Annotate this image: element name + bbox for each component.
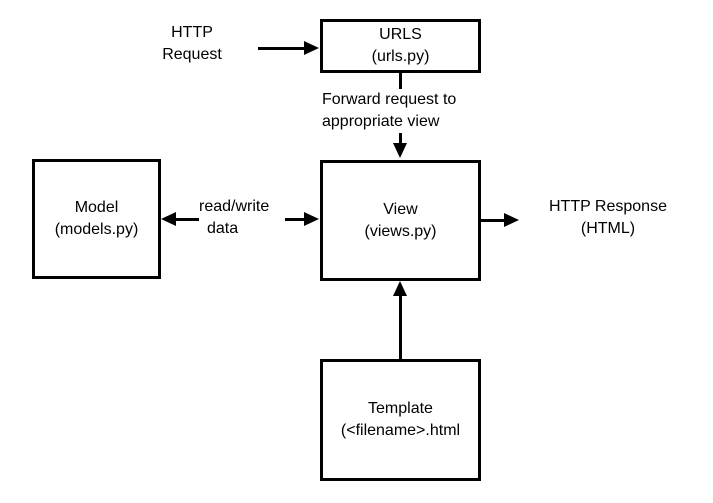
node-model-subtitle: (models.py) xyxy=(54,221,139,238)
node-model: Model (models.py) xyxy=(32,159,161,279)
node-template-title: Template xyxy=(368,400,433,417)
http-request-label-line2: Request xyxy=(162,46,222,63)
http-response-label-line1: HTTP Response xyxy=(549,198,667,215)
arrow-template-to-view-shaft xyxy=(399,294,402,359)
arrow-urls-to-view-head-icon xyxy=(393,143,407,158)
node-view-subtitle: (views.py) xyxy=(364,222,437,240)
edge-label-forward-request-line1: Forward request to xyxy=(322,91,457,108)
edge-label-read-write-line1: read/write xyxy=(199,198,270,215)
arrow-view-to-model-head-icon xyxy=(161,212,176,226)
http-response-label-line2: (HTML) xyxy=(580,220,636,237)
node-urls-title: URLS xyxy=(379,26,422,43)
http-response-label: HTTP Response (HTML) xyxy=(528,196,688,240)
http-request-label-line1: HTTP xyxy=(171,24,213,41)
edge-label-read-write-data: read/write data xyxy=(199,196,285,240)
edge-label-forward-request: Forward request to appropriate view xyxy=(322,89,492,133)
arrow-model-to-view-head-icon xyxy=(304,212,319,226)
edge-label-read-write-line2: data xyxy=(207,220,239,237)
node-model-title: Model xyxy=(74,199,119,216)
arrow-view-to-http-response-head-icon xyxy=(504,213,519,227)
node-view: View (views.py) xyxy=(320,160,481,281)
arrow-http-request-to-urls-head-icon xyxy=(304,41,319,55)
node-template-subtitle: (<filename>.html xyxy=(340,422,461,439)
arrow-template-to-view-head-icon xyxy=(393,281,407,296)
node-template: Template (<filename>.html xyxy=(320,359,481,481)
node-urls: URLS (urls.py) xyxy=(320,19,481,73)
edge-label-forward-request-line2: appropriate view xyxy=(322,113,440,130)
node-view-title: View xyxy=(383,200,418,218)
http-request-label: HTTP Request xyxy=(147,22,237,66)
arrow-view-to-http-response-shaft xyxy=(481,219,506,222)
node-urls-subtitle: (urls.py) xyxy=(371,48,430,65)
arrow-http-request-to-urls-shaft xyxy=(258,47,306,50)
